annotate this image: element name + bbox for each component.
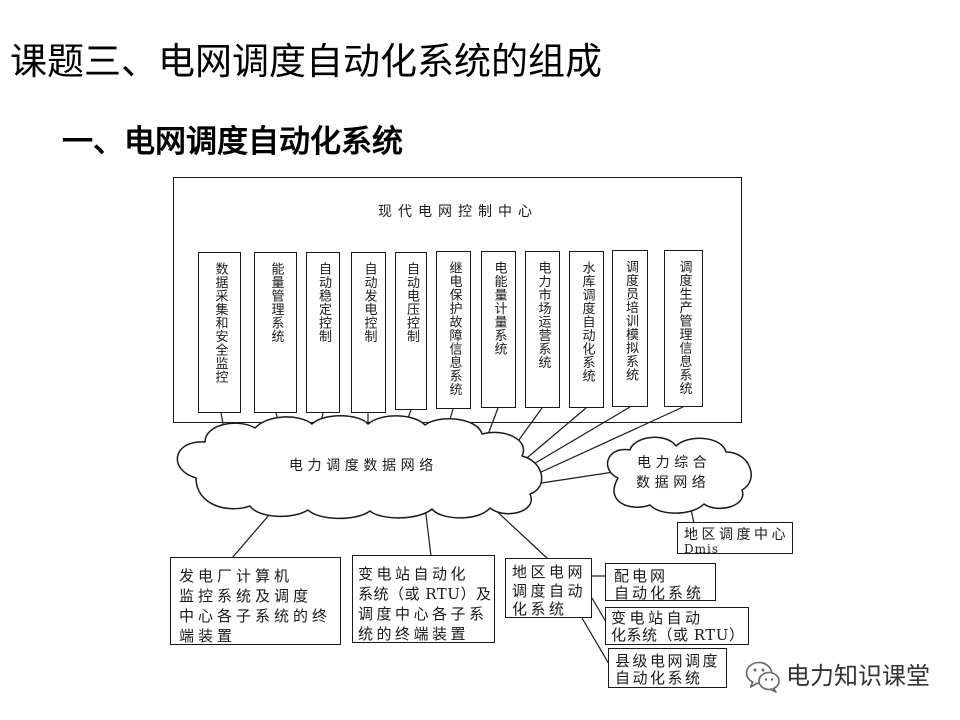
box-text-line: 自动化系统	[614, 584, 705, 602]
connector-line	[514, 406, 684, 485]
subsystem-label: 自动稳定控制	[316, 262, 331, 343]
integrated-network-label-line2: 数据网络	[636, 475, 711, 491]
subsystem-box-stability-control: 自动稳定控制	[306, 252, 340, 413]
connector-line	[581, 617, 610, 665]
subsystem-label: 水库调度自动化系统	[579, 261, 595, 383]
subsystem-box-energy-management: 能量管理系统	[254, 252, 297, 413]
subsystem-box-energy-metering: 电能量计量系统	[481, 251, 516, 408]
wechat-eye	[764, 678, 768, 681]
control-center-title: 现代电网控制中心	[378, 204, 538, 220]
subsystem-box-reservoir-dispatch: 水库调度自动化系统	[569, 251, 604, 408]
subsystem-box-dispatch-mis: 调度生产管理信息系统	[664, 250, 703, 407]
integrated-network-cloud	[606, 436, 752, 514]
power-plant-terminal-box: 发电厂计算机 监控系统及调度 中心各子系统的终 端装置	[170, 557, 341, 645]
integrated-network-label-line1: 电力综合	[637, 455, 712, 471]
subsystem-box-scada: 数据采集和安全监控	[198, 252, 241, 413]
box-text-line: 地区电网	[512, 563, 587, 581]
wechat-bubble-large-tail	[749, 681, 758, 688]
regional-center-label: 地区调度中心	[684, 527, 789, 543]
subsystem-label: 电能量计量系统	[491, 261, 507, 356]
subsystem-label: 自动发电控制	[361, 262, 377, 343]
subsystem-label: 调度生产管理信息系统	[676, 260, 692, 395]
regional-dispatch-center-box: 地区调度中心 Dmis	[677, 522, 793, 556]
box-text-line: 变电站自动化	[358, 565, 470, 583]
subsystem-box-voltage-control: 自动电压控制	[395, 252, 427, 410]
box-text-line: 调度自动	[512, 581, 587, 600]
box-text-line: 调度中心各子系	[358, 605, 488, 623]
wechat-eye	[761, 668, 765, 672]
subsystem-label: 自动电压控制	[404, 262, 419, 343]
box-text-line: 监控系统及调度	[179, 587, 313, 605]
box-text-line: 系统（或 RTU）及	[358, 585, 492, 603]
wechat-icon	[745, 661, 780, 693]
wechat-bubble-small-tail	[770, 688, 777, 693]
subsystem-label: 调度员培训模拟系统	[623, 260, 638, 382]
subsystem-label: 继电保护故障信息系统	[446, 261, 462, 396]
subsystem-box-generation-control: 自动发电控制	[351, 252, 386, 413]
box-text-line: 变电站自动	[611, 609, 704, 627]
wechat-bubble-small	[758, 671, 780, 691]
wechat-eye	[770, 678, 774, 681]
distribution-automation-box: 配电网 自动化系统	[605, 563, 716, 602]
regional-center-dmis-label: Dmis	[684, 542, 719, 556]
regional-grid-dispatch-box: 地区电网 调度自动 化系统	[505, 558, 592, 618]
box-text-line: 自动化系统	[615, 669, 703, 687]
county-dispatch-automation-box: 县级电网调度 自动化系统	[608, 648, 727, 688]
box-text-line: 端装置	[179, 627, 237, 645]
page-title: 课题三、电网调度自动化系统的组成	[10, 40, 602, 83]
box-text-line: 配电网	[614, 567, 669, 585]
box-text-line: 中心各子系统的终	[179, 607, 332, 625]
section-subtitle: 一、电网调度自动化系统	[62, 124, 403, 160]
subsystem-label: 能量管理系统	[268, 262, 284, 343]
connector-line	[591, 597, 607, 623]
subsystem-box-relay-fault-info: 继电保护故障信息系统	[436, 251, 471, 409]
box-text-line: 县级电网调度	[615, 652, 721, 670]
box-text-line: 统的终端装置	[358, 625, 470, 643]
watermark-text: 电力知识课堂	[786, 662, 930, 690]
subsystem-label: 数据采集和安全监控	[212, 262, 228, 384]
box-text-line: 化系统	[512, 600, 568, 618]
subsystem-box-market-operation: 电力市场运营系统	[525, 251, 560, 408]
subsystem-box-dispatcher-training: 调度员培训模拟系统	[612, 250, 648, 407]
dispatch-network-label: 电力调度数据网络	[289, 458, 438, 474]
box-text-line: 化系统（或 RTU）	[611, 626, 745, 644]
dispatch-network-cloud	[176, 415, 543, 520]
box-text-line: 发电厂计算机	[179, 567, 294, 585]
substation-terminal-box: 变电站自动化 系统（或 RTU）及 调度中心各子系 统的终端装置	[352, 555, 495, 643]
substation-automation-box: 变电站自动 化系统（或 RTU）	[605, 607, 749, 645]
subsystem-label: 电力市场运营系统	[535, 261, 551, 369]
wechat-eye	[753, 668, 757, 672]
